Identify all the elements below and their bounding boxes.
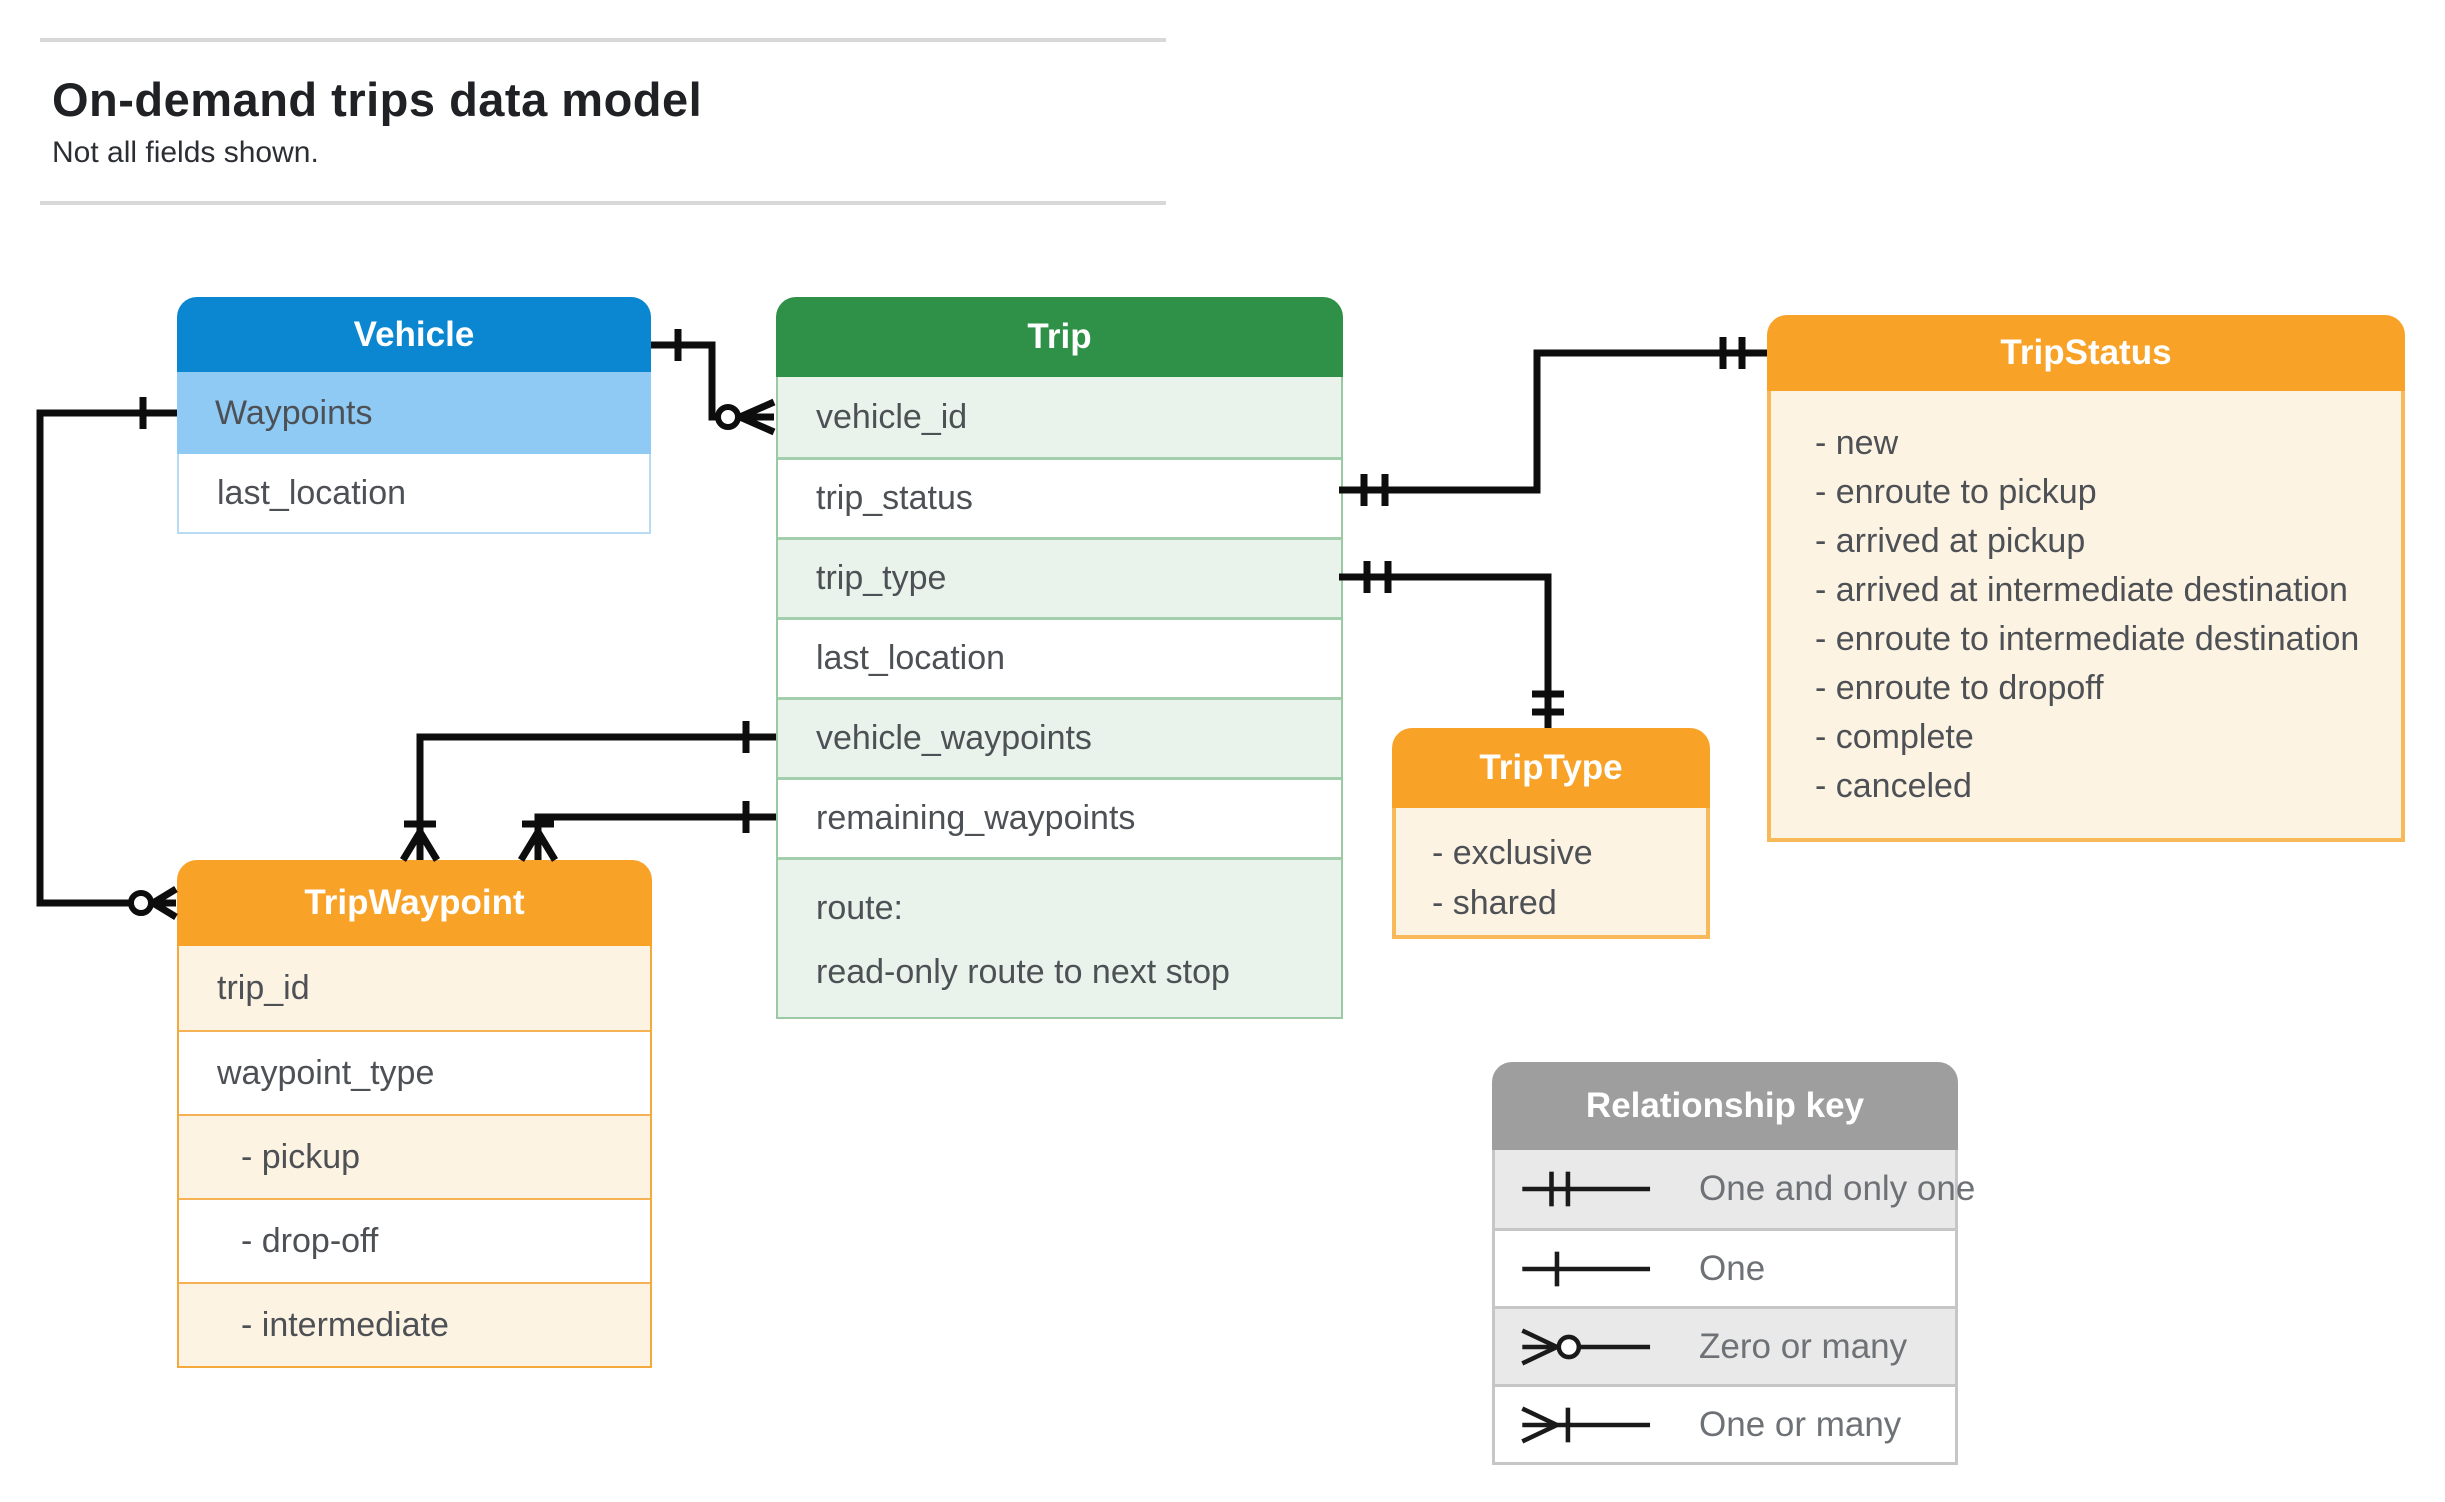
legend-row-one-or-many: One or many	[1495, 1384, 1955, 1462]
tripstatus-value: - enroute to intermediate destination	[1815, 620, 2360, 658]
waypoint-type-drop-off: - drop-off	[179, 1198, 650, 1282]
legend-row-zero-or-many: Zero or many	[1495, 1306, 1955, 1384]
field-waypoints: Waypoints	[177, 372, 651, 454]
zero-circle-icon	[128, 890, 154, 916]
bottom-divider	[40, 201, 1166, 205]
legend-label: One	[1699, 1248, 1766, 1288]
connector-vehicle-waypoints	[400, 721, 776, 862]
field-route: route: read-only route to next stop	[778, 857, 1341, 1017]
entity-vehicle-title: Vehicle	[177, 297, 651, 372]
field-route-description: read-only route to next stop	[816, 953, 1230, 991]
legend-row-one-and-only-one: One and only one	[1495, 1150, 1975, 1228]
crow-foot-icon	[151, 886, 178, 920]
tripstatus-value: - complete	[1815, 718, 1974, 756]
one-and-only-one-ticks-icon	[1532, 690, 1564, 716]
field-last-location: last_location	[778, 617, 1341, 697]
tripstatus-value: - enroute to dropoff	[1815, 669, 2104, 707]
tripstatus-value: - arrived at pickup	[1815, 522, 2086, 560]
top-divider	[40, 38, 1166, 42]
connector-triptype	[1339, 561, 1564, 728]
legend-row-one: One	[1495, 1228, 1955, 1306]
waypoint-type-intermediate: - intermediate	[179, 1282, 650, 1366]
field-last-location: last_location	[177, 454, 651, 534]
connector-vehicle-trip	[651, 329, 776, 436]
tripstatus-value: - new	[1815, 424, 1899, 462]
triptype-value: - exclusive	[1432, 834, 1593, 872]
one-and-only-one-ticks-icon	[1360, 474, 1389, 506]
entity-vehicle: Vehicle Waypoints last_location	[177, 297, 651, 534]
page-title: On-demand trips data model	[52, 73, 703, 126]
one-and-only-one-ticks-icon	[1719, 337, 1746, 369]
field-trip-id: trip_id	[179, 946, 650, 1030]
connector-tripstatus	[1339, 337, 1767, 506]
connector-waypoints-tripwaypoint	[36, 397, 178, 920]
zero-or-many-icon	[1521, 1328, 1651, 1365]
tripstatus-value: - canceled	[1815, 767, 1972, 805]
field-trip-status: trip_status	[778, 457, 1341, 537]
zero-circle-icon	[715, 404, 741, 430]
entity-triptype-title: TripType	[1392, 728, 1710, 808]
connector-remaining-waypoints	[518, 801, 776, 862]
crow-foot-icon	[518, 830, 558, 862]
entity-tripstatus-title: TripStatus	[1767, 315, 2405, 391]
entity-tripwaypoint-title: TripWaypoint	[177, 860, 652, 946]
relationship-key: Relationship key One and only one One	[1492, 1062, 1975, 1465]
field-vehicle-id: vehicle_id	[778, 377, 1341, 457]
field-vehicle-waypoints: vehicle_waypoints	[778, 697, 1341, 777]
entity-trip: Trip vehicle_id trip_status trip_type la…	[776, 297, 1343, 1019]
field-waypoint-type: waypoint_type	[179, 1030, 650, 1114]
entity-tripwaypoint: TripWaypoint trip_id waypoint_type - pic…	[177, 860, 652, 1368]
entity-tripstatus: TripStatus - new - enroute to pickup - a…	[1767, 315, 2405, 842]
tripstatus-value: - enroute to pickup	[1815, 473, 2097, 511]
waypoint-type-pickup: - pickup	[179, 1114, 650, 1198]
legend-label: Zero or many	[1699, 1326, 1908, 1366]
crow-foot-icon	[738, 398, 776, 436]
legend-label: One or many	[1699, 1404, 1902, 1444]
one-and-only-one-ticks-icon	[1363, 561, 1392, 593]
field-route-name: route:	[816, 889, 903, 927]
field-trip-type: trip_type	[778, 537, 1341, 617]
triptype-value: - shared	[1432, 884, 1557, 922]
crow-foot-icon	[400, 830, 440, 862]
entity-trip-title: Trip	[776, 297, 1343, 377]
one-icon	[1522, 1251, 1651, 1286]
legend-label: One and only one	[1699, 1169, 1976, 1208]
field-remaining-waypoints: remaining_waypoints	[778, 777, 1341, 857]
one-or-many-icon	[1521, 1406, 1651, 1443]
relationship-key-title: Relationship key	[1492, 1062, 1958, 1150]
one-and-only-one-icon	[1522, 1171, 1651, 1207]
entity-triptype: TripType - exclusive - shared	[1392, 728, 1710, 939]
tripstatus-value: - arrived at intermediate destination	[1815, 571, 2348, 609]
page-subtitle: Not all fields shown.	[52, 136, 319, 169]
